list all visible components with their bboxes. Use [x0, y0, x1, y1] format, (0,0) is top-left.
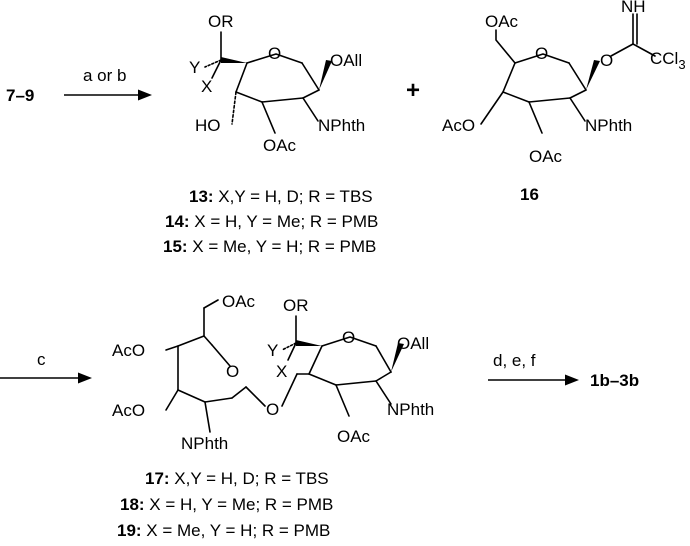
condition-step-2: c: [37, 350, 46, 369]
caption-17-number: 17:: [145, 469, 170, 488]
product-aco-2-label: AcO: [112, 401, 145, 420]
product-x-label: X: [276, 362, 287, 381]
acceptor-or-label: OR: [208, 12, 234, 31]
reaction-arrow-1: [64, 89, 152, 101]
caption-14-text: X = H, Y = Me; R = PMB: [190, 212, 379, 231]
product-left-ring-oxygen: O: [226, 362, 239, 381]
acceptor-oac-label: OAc: [263, 136, 297, 155]
acceptor-x-label: X: [201, 77, 212, 96]
caption-compound-18: 18: X = H, Y = Me; R = PMB: [120, 495, 333, 514]
product-right-ring-oxygen: O: [342, 328, 355, 347]
caption-compound-14: 14: X = H, Y = Me; R = PMB: [165, 212, 378, 231]
reaction-arrow-2: [0, 372, 92, 384]
product-aco-1-label: AcO: [112, 341, 145, 360]
caption-compound-19: 19: X = Me, Y = H; R = PMB: [117, 521, 330, 540]
product-or-label: OR: [283, 296, 309, 315]
caption-15-number: 15:: [163, 237, 188, 256]
donor-oac-top-label: OAc: [485, 12, 519, 31]
caption-13-text: X,Y = H, D; R = TBS: [214, 187, 373, 206]
donor-nphth-label: NPhth: [585, 116, 632, 135]
product-structure: [165, 299, 404, 433]
caption-compound-17: 17: X,Y = H, D; R = TBS: [145, 469, 329, 488]
caption-17-text: X,Y = H, D; R = TBS: [170, 469, 329, 488]
product-oac-top-label: OAc: [222, 292, 256, 311]
plus-sign: +: [406, 77, 420, 104]
donor-aco-label: AcO: [442, 116, 475, 135]
donor-anomeric-oxygen-label: O: [600, 51, 613, 70]
caption-compound-15: 15: X = Me, Y = H; R = PMB: [163, 237, 376, 256]
donor-oac-bottom-label: OAc: [529, 147, 563, 166]
acceptor-y-label: Y: [189, 58, 200, 77]
acceptor-oall-label: OAll: [330, 51, 362, 70]
acceptor-structure: [204, 31, 332, 134]
acceptor-nphth-label: NPhth: [318, 116, 365, 135]
caption-18-number: 18:: [120, 495, 145, 514]
product-glycosidic-oxygen: O: [266, 400, 279, 419]
condition-step-3: d, e, f: [493, 351, 536, 370]
caption-14-number: 14:: [165, 212, 190, 231]
donor-ring-oxygen-label: O: [535, 44, 548, 63]
caption-15-text: X = Me, Y = H; R = PMB: [188, 237, 377, 256]
donor-structure: [480, 13, 656, 134]
donor-ccl3-label: CCl3: [650, 49, 686, 72]
product-oall-label: OAll: [397, 334, 429, 353]
ring-oxygen-label: O: [268, 44, 281, 63]
reaction-arrow-3: [488, 374, 579, 386]
product-y-label: Y: [267, 341, 278, 360]
caption-18-text: X = H, Y = Me; R = PMB: [145, 495, 334, 514]
donor-ccl3-subscript: 3: [678, 57, 685, 72]
starting-material-label: 7–9: [6, 86, 34, 105]
product-oac-bottom-label: OAc: [337, 427, 371, 446]
product-nphth-left-label: NPhth: [181, 434, 228, 453]
acceptor-ho-label: HO: [195, 116, 221, 135]
donor-nh-label: NH: [621, 0, 646, 16]
caption-13-number: 13:: [189, 187, 214, 206]
condition-step-1: a or b: [83, 66, 126, 85]
caption-19-text: X = Me, Y = H; R = PMB: [142, 521, 331, 540]
product-nphth-right-label: NPhth: [387, 400, 434, 419]
caption-19-number: 19:: [117, 521, 142, 540]
final-products-label: 1b–3b: [590, 371, 639, 390]
donor-compound-number: 16: [520, 185, 539, 204]
caption-compound-13: 13: X,Y = H, D; R = TBS: [189, 187, 373, 206]
